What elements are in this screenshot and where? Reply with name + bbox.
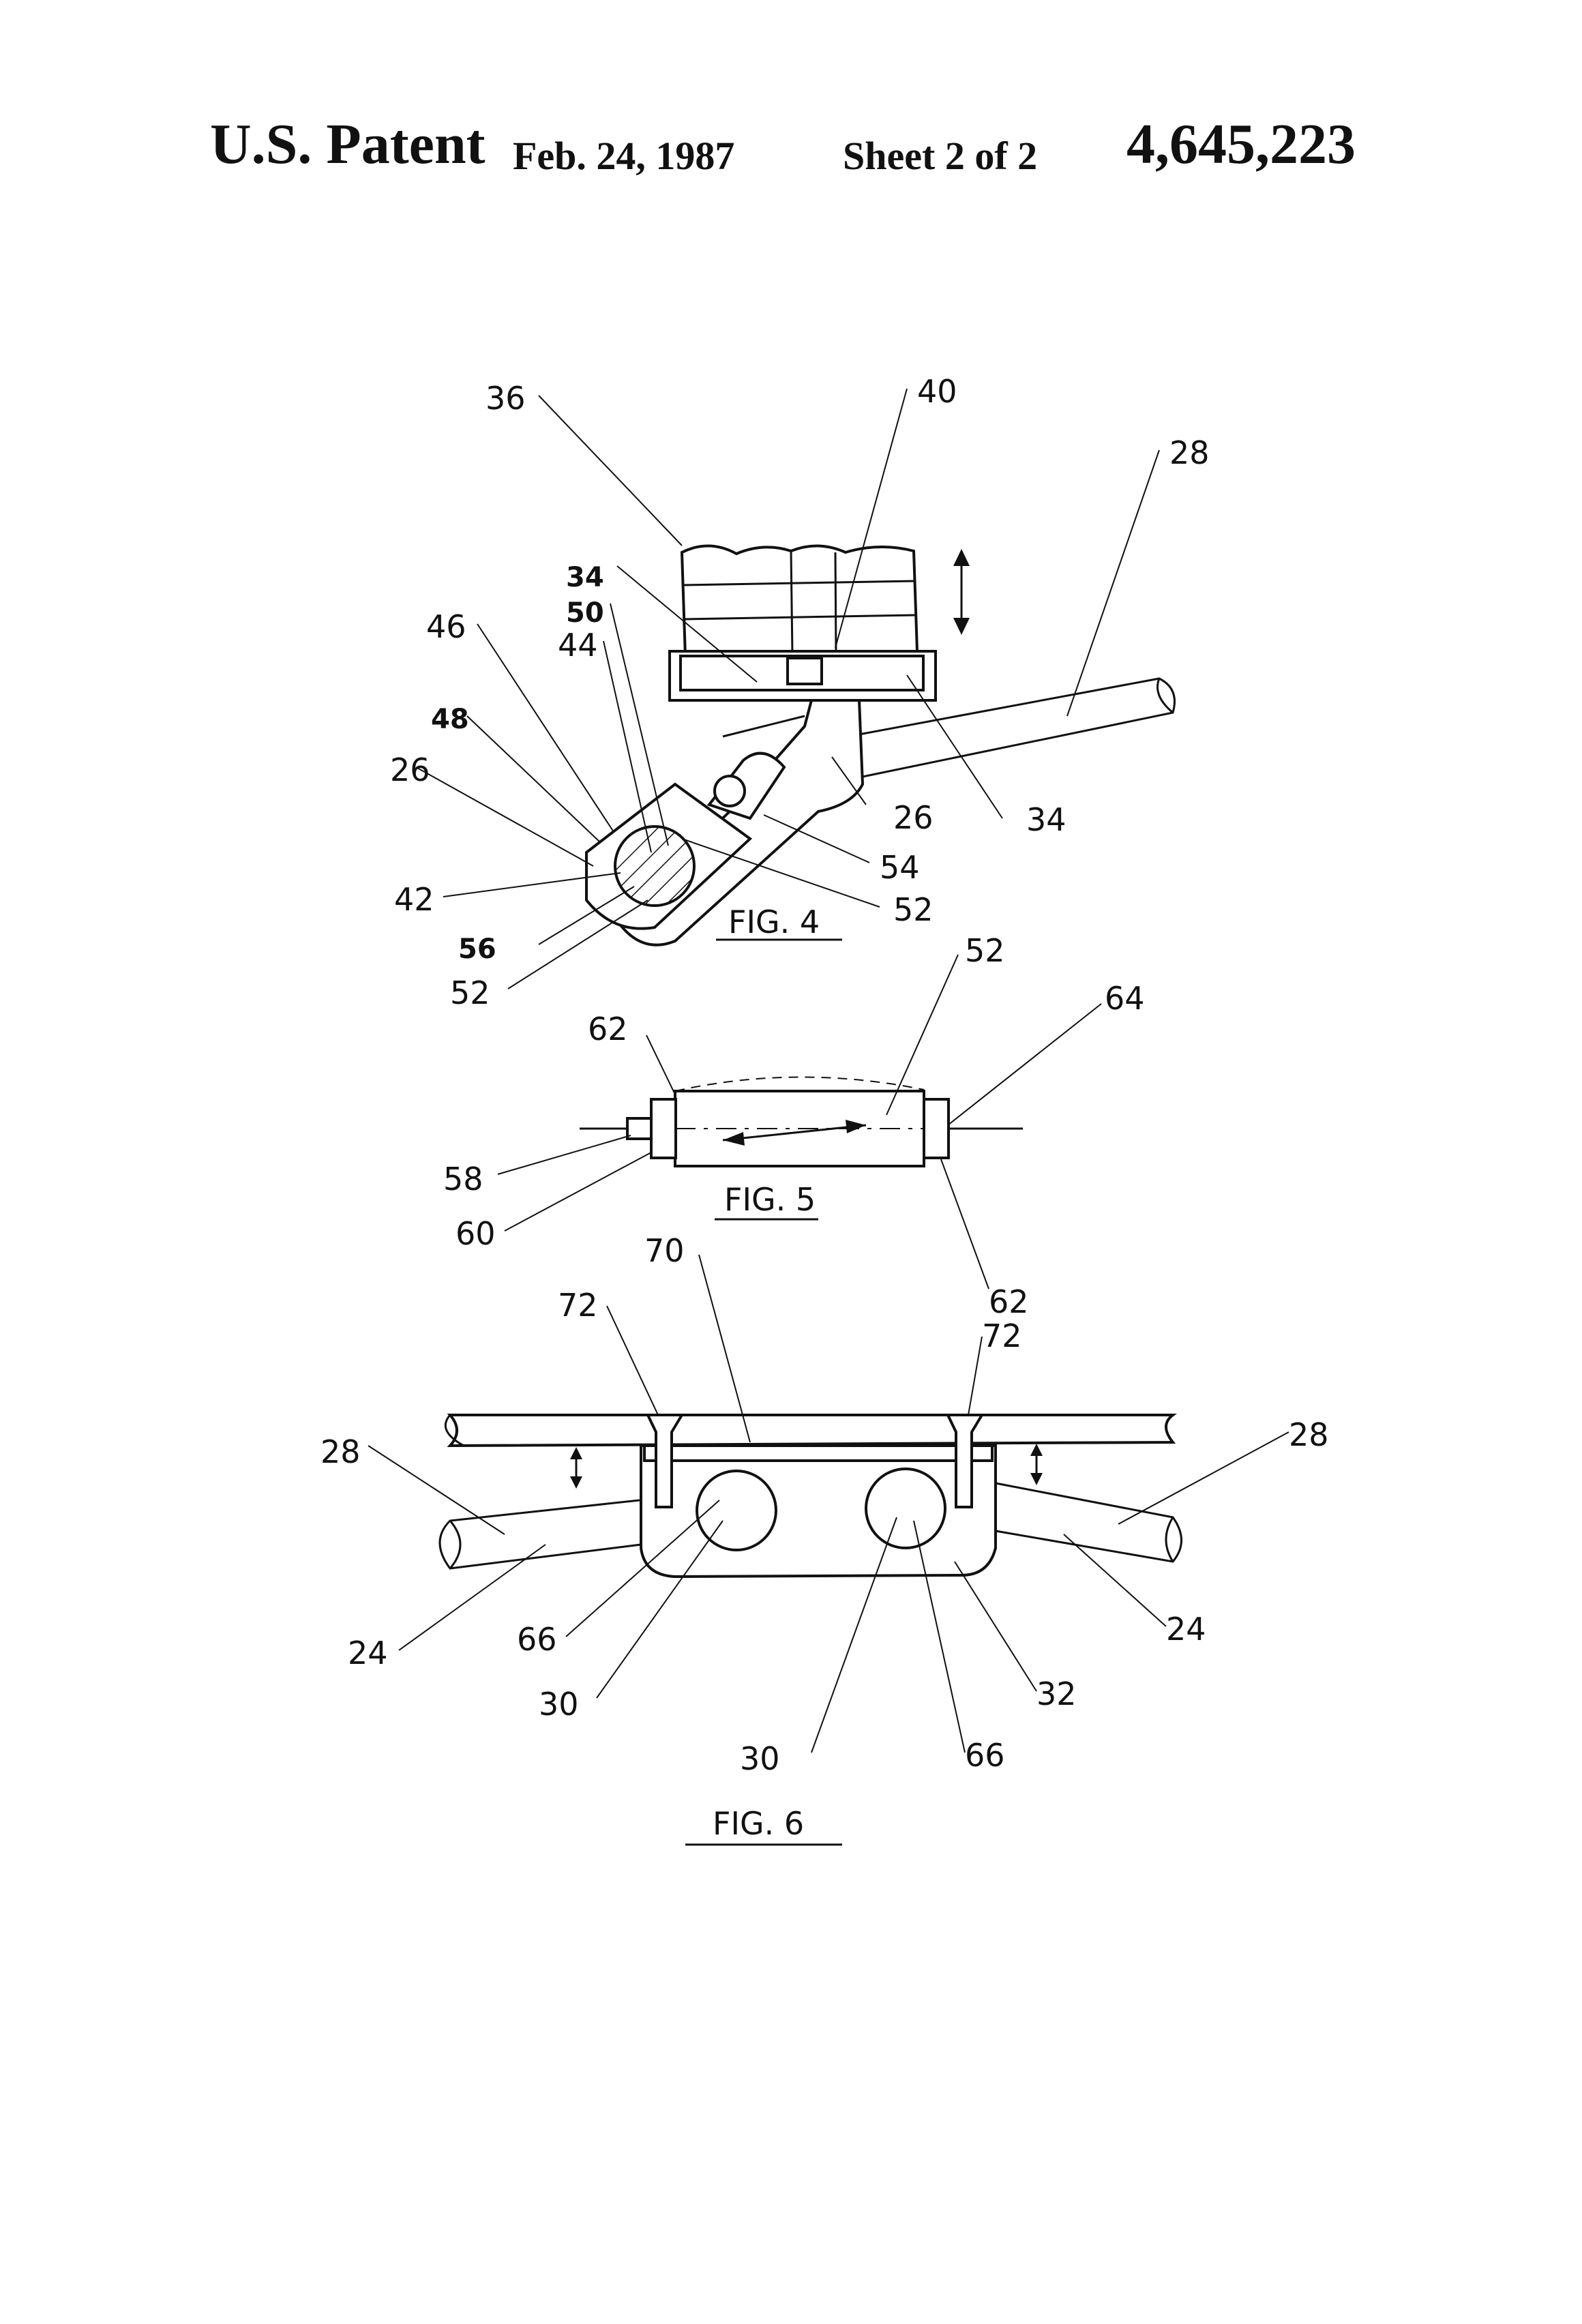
fig6-ref-70: 70	[644, 1232, 685, 1269]
fig4-ref-34: 34	[566, 562, 604, 593]
fig6-ref-30-bottom: 30	[740, 1740, 780, 1777]
fig5-roller-52	[580, 1077, 1023, 1166]
fig6-ref-72-right: 72	[982, 1317, 1022, 1354]
fig6-block-32	[641, 1446, 996, 1577]
fig6-ref-28-left: 28	[320, 1433, 361, 1470]
fig4-ref-46: 46	[426, 608, 466, 645]
fig4-ref-36: 36	[486, 380, 526, 417]
fig6-ref-28-right: 28	[1289, 1416, 1329, 1453]
fig5-ref-64: 64	[1105, 980, 1145, 1017]
fig6-ref-30-left: 30	[539, 1686, 579, 1723]
fig4-ref-42: 42	[394, 881, 434, 918]
fig6-ref-72-left: 72	[558, 1287, 598, 1324]
figure-5: 52 64 62 58 60 62 FIG. 5	[443, 932, 1145, 1320]
fig6-ref-24-right: 24	[1166, 1611, 1206, 1648]
figure-6: 70 72 72 28 28 24 24 66 66 30 30 32 FIG.…	[320, 1232, 1329, 1845]
fig5-ref-52: 52	[965, 932, 1005, 969]
fig6-deck-plate	[445, 1415, 1173, 1446]
fig4-ref-54: 54	[880, 849, 920, 886]
fig4-ref-40: 40	[917, 373, 957, 410]
fig6-ref-32: 32	[1036, 1675, 1077, 1712]
fig4-vertical-motion-arrow	[953, 549, 970, 635]
fig4-ref-56: 56	[458, 934, 496, 965]
fig5-ref-62-left: 62	[588, 1011, 628, 1047]
fig4-ref-52-bottom: 52	[450, 974, 490, 1011]
fig6-caption: FIG. 6	[713, 1805, 804, 1842]
fig4-ref-34-right: 34	[1026, 801, 1066, 838]
fig5-caption: FIG. 5	[724, 1181, 816, 1218]
figure-4: 36 40 28 34 50 44 46 48 26 26 34 54 42 5…	[390, 373, 1210, 1011]
fig4-ref-44: 44	[558, 627, 598, 664]
fig4-ref-26-left: 26	[390, 751, 430, 788]
fig4-caption: FIG. 4	[728, 904, 820, 940]
fig4-tray-34	[670, 651, 936, 700]
fig4-ref-26-right: 26	[893, 799, 934, 836]
fig6-ref-24-left: 24	[348, 1635, 388, 1671]
fig4-ref-48: 48	[431, 704, 469, 735]
fig6-ref-66-right: 66	[965, 1737, 1005, 1774]
fig5-ref-58: 58	[443, 1161, 483, 1197]
fig4-ref-50: 50	[566, 597, 604, 629]
fig4-stacked-blocks-36	[682, 546, 917, 656]
fig5-ref-60: 60	[456, 1215, 496, 1252]
fig4-ref-52-right: 52	[893, 891, 934, 928]
fig4-ref-28: 28	[1169, 434, 1210, 471]
fig5-ref-62-right: 62	[989, 1283, 1029, 1320]
fig6-ref-66-left: 66	[517, 1621, 557, 1658]
